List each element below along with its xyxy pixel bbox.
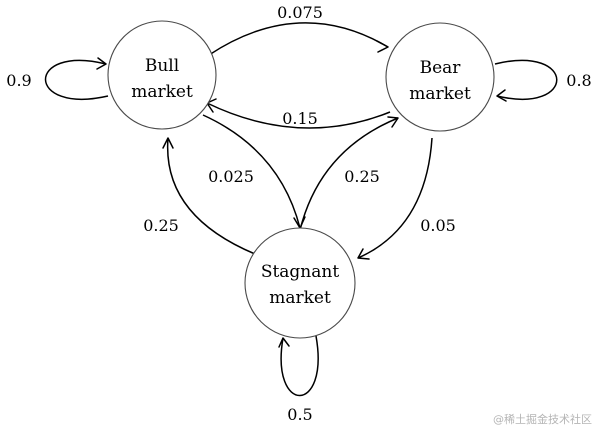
label-bull-to-bear: 0.075 xyxy=(277,3,323,22)
label-stagnant-self-loop: 0.5 xyxy=(287,405,312,424)
label-bull-to-stagnant: 0.025 xyxy=(208,167,254,186)
label-stagnant-to-bear: 0.25 xyxy=(344,167,380,186)
label-bear-self-loop: 0.8 xyxy=(566,71,591,90)
label-bear-to-stagnant: 0.05 xyxy=(420,216,456,235)
node-bull-label-line1: Bull xyxy=(145,56,179,76)
node-bear-label-line1: Bear xyxy=(420,58,462,78)
edge-bull-self-loop xyxy=(44,57,109,101)
label-stagnant-to-bull: 0.25 xyxy=(143,216,179,235)
node-bull-label-line2: market xyxy=(131,82,193,102)
label-bull-self-loop: 0.9 xyxy=(6,71,31,90)
node-bear-label-line2: market xyxy=(409,84,471,104)
node-bull-market: Bull market xyxy=(107,20,217,130)
node-stagnant-label-line2: market xyxy=(269,288,331,308)
node-stagnant-market: Stagnant market xyxy=(244,227,356,339)
edge-stagnant-to-bear xyxy=(299,116,399,231)
watermark-text: @稀土掘金技术社区 xyxy=(493,412,592,426)
node-bear-market: Bear market xyxy=(385,22,495,132)
edge-bull-to-bear xyxy=(208,22,389,56)
edge-stagnant-self-loop xyxy=(278,335,319,397)
label-bear-to-bull: 0.15 xyxy=(282,109,318,128)
edge-bear-to-stagnant xyxy=(357,137,433,260)
edge-stagnant-to-bull xyxy=(162,137,256,255)
node-stagnant-label-line1: Stagnant xyxy=(261,262,340,282)
edge-bear-self-loop xyxy=(494,59,558,102)
